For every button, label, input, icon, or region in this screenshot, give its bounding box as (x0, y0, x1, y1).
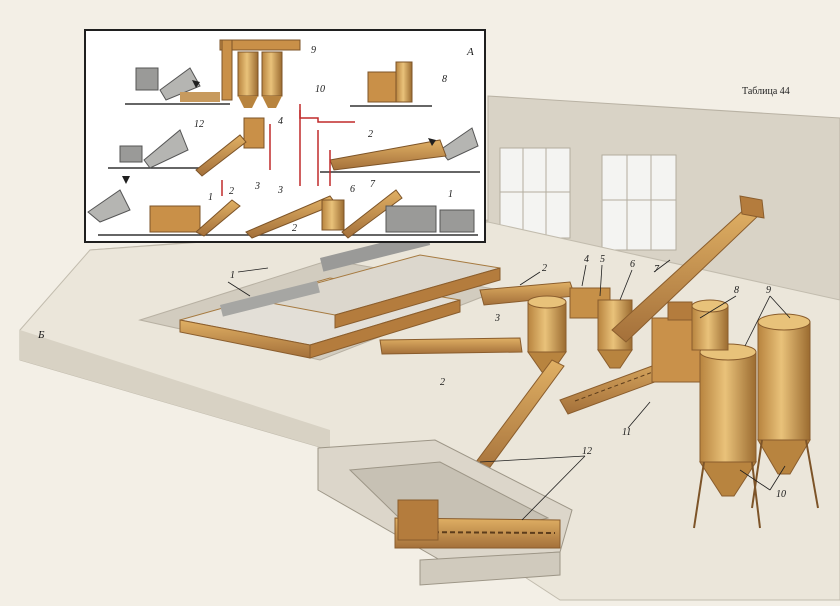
label-b-2-top: 2 (542, 263, 547, 274)
label-b-12: 12 (582, 446, 592, 457)
label-a-3-bottom: 2 (292, 223, 297, 234)
label-b-10: 10 (776, 489, 786, 500)
inset-panel-A (84, 29, 486, 243)
label-a-10: 10 (315, 84, 325, 95)
label-b-8: 8 (734, 285, 739, 296)
label-a-3-top: 3 (278, 185, 283, 196)
label-b-3: 3 (495, 313, 500, 324)
label-b-5: 5 (600, 254, 605, 265)
crusher-3 (527, 295, 567, 373)
label-b-6: 6 (630, 259, 635, 270)
window-left (499, 147, 571, 239)
label-a-6: 6 (350, 184, 355, 195)
leader-lines (227, 259, 791, 521)
label-a-9: 9 (311, 45, 316, 56)
inclined-conveyor-7 (611, 195, 765, 343)
label-a-2-right: 2 (368, 129, 373, 140)
label-b-11: 11 (622, 427, 632, 438)
label-a-1-right: 1 (448, 189, 453, 200)
label-a-1-left: 1 (208, 192, 213, 203)
floor-front-edge (20, 330, 330, 450)
underground-hopper (317, 439, 573, 586)
label-a-2-left: 2 (229, 186, 234, 197)
label-a-4: 4 (278, 116, 283, 127)
label-b-4: 4 (584, 254, 589, 265)
panel-a-letter: А (467, 46, 474, 58)
window-right (601, 154, 677, 251)
label-a-3-mid: 3 (255, 181, 260, 192)
label-b-2-bottom: 2 (440, 377, 445, 388)
label-b-9: 9 (766, 285, 771, 296)
label-a-8: 8 (442, 74, 447, 85)
label-a-12: 12 (194, 119, 204, 130)
panel-b-letter: Б (38, 329, 45, 341)
conveyor-2-bottom (379, 337, 523, 355)
table-title: Таблица 44 (742, 86, 790, 97)
label-b-7: 7 (654, 264, 659, 275)
silos-9 (691, 299, 819, 529)
label-a-7: 7 (370, 179, 375, 190)
receiving-bins (179, 231, 501, 359)
label-b-1: 1 (230, 270, 235, 281)
